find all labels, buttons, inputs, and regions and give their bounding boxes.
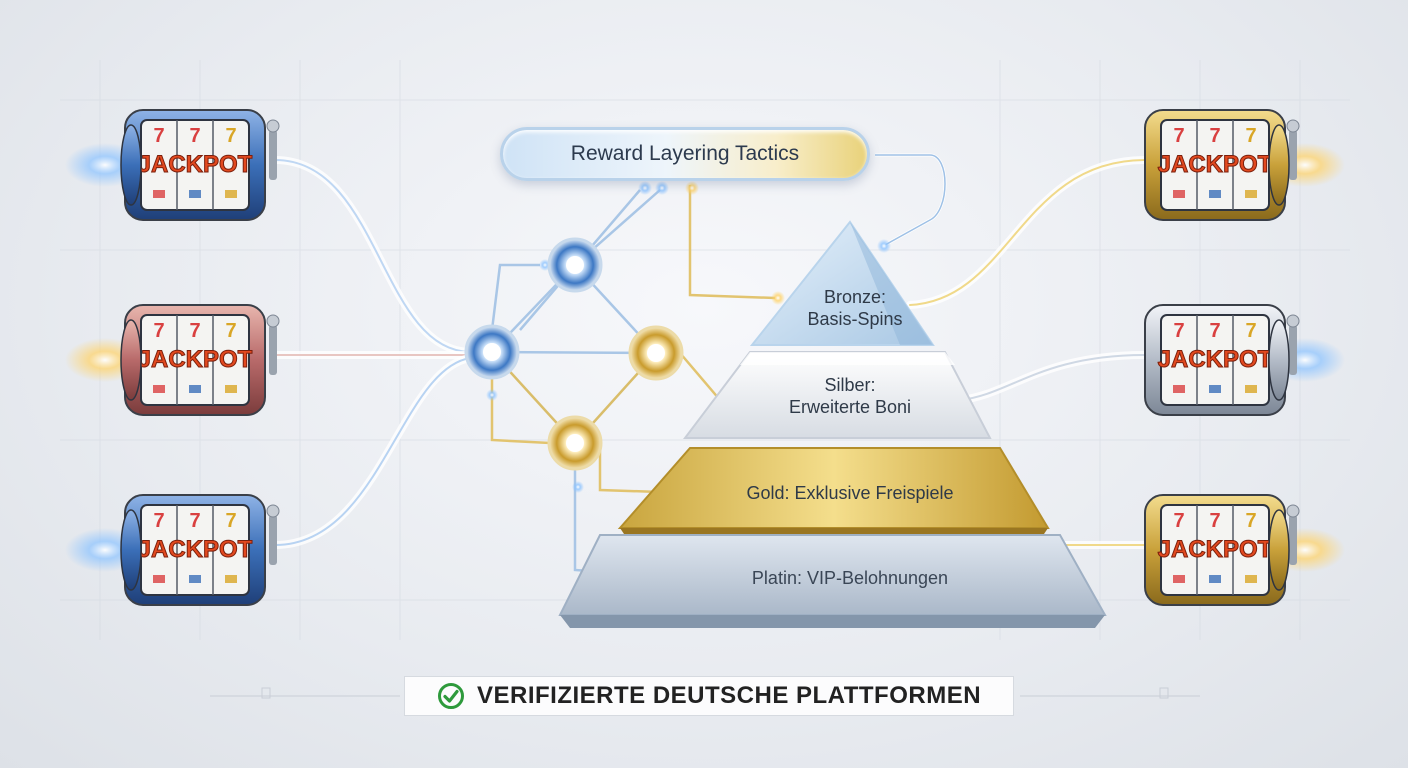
footer-strip (210, 687, 1200, 699)
jackpot-label: JACKPOT (138, 536, 253, 563)
seven-symbol: 7 (1209, 510, 1220, 532)
seven-symbol: 7 (1173, 125, 1184, 147)
seven-symbol: 7 (153, 510, 164, 532)
title-pill: Reward Layering Tactics (500, 127, 870, 181)
tier-silver-label: Silber: Erweiterte Boni (745, 374, 955, 418)
seven-symbol: 7 (1173, 320, 1184, 342)
jackpot-label: JACKPOT (1158, 346, 1273, 373)
node-top (547, 237, 603, 293)
seven-symbol: 7 (153, 320, 164, 342)
seven-symbol: 7 (1209, 320, 1220, 342)
jackpot-label: JACKPOT (1158, 151, 1273, 178)
seven-symbol: 7 (189, 125, 200, 147)
tier-silver-line1: Silber: (824, 375, 876, 395)
seven-symbol: 7 (1245, 510, 1256, 532)
seven-symbol: 7 (1245, 125, 1256, 147)
tier-silver-shape (682, 351, 992, 439)
seven-symbol: 7 (225, 320, 236, 342)
verified-banner: VERIFIZIERTE DEUTSCHE PLATTFORMEN (404, 676, 1014, 716)
flow-streams-left (271, 156, 474, 549)
tier-platinum-line1: Platin: VIP-Belohnungen (751, 568, 949, 588)
tier-gold-line1: Gold: Exklusive Freispiele (746, 483, 954, 503)
jackpot-label: JACKPOT (138, 151, 253, 178)
tier-platinum-shape (558, 534, 1107, 628)
node-left (464, 324, 520, 380)
checkmark-circle-icon (437, 683, 464, 709)
diagram-title: Reward Layering Tactics (570, 142, 800, 165)
seven-symbol: 7 (189, 320, 200, 342)
seven-symbol: 7 (1173, 510, 1184, 532)
seven-symbol: 7 (1245, 320, 1256, 342)
node-bottom (547, 415, 603, 471)
tier-platinum-label: Platin: VIP-Belohnungen (690, 567, 1010, 589)
tier-bronze-shape (749, 220, 935, 346)
tier-bronze-line2: Basis-Spins (807, 309, 903, 329)
seven-symbol: 7 (1209, 125, 1220, 147)
seven-symbol: 7 (153, 125, 164, 147)
background-grid (60, 60, 1350, 640)
seven-symbol: 7 (225, 510, 236, 532)
jackpot-label: JACKPOT (1158, 536, 1273, 563)
seven-symbol: 7 (225, 125, 236, 147)
flow-streams-right (906, 156, 1149, 549)
tier-silver-line2: Erweiterte Boni (788, 397, 912, 417)
banner-text: VERIFIZIERTE DEUTSCHE PLATTFORMEN (476, 682, 982, 709)
jackpot-label: JACKPOT (138, 346, 253, 373)
tier-bronze-label: Bronze: Basis-Spins (790, 286, 920, 330)
tier-bronze-line1: Bronze: (823, 287, 887, 307)
seven-symbol: 7 (189, 510, 200, 532)
node-right (628, 325, 684, 381)
tier-gold-label: Gold: Exklusive Freispiele (690, 482, 1010, 504)
